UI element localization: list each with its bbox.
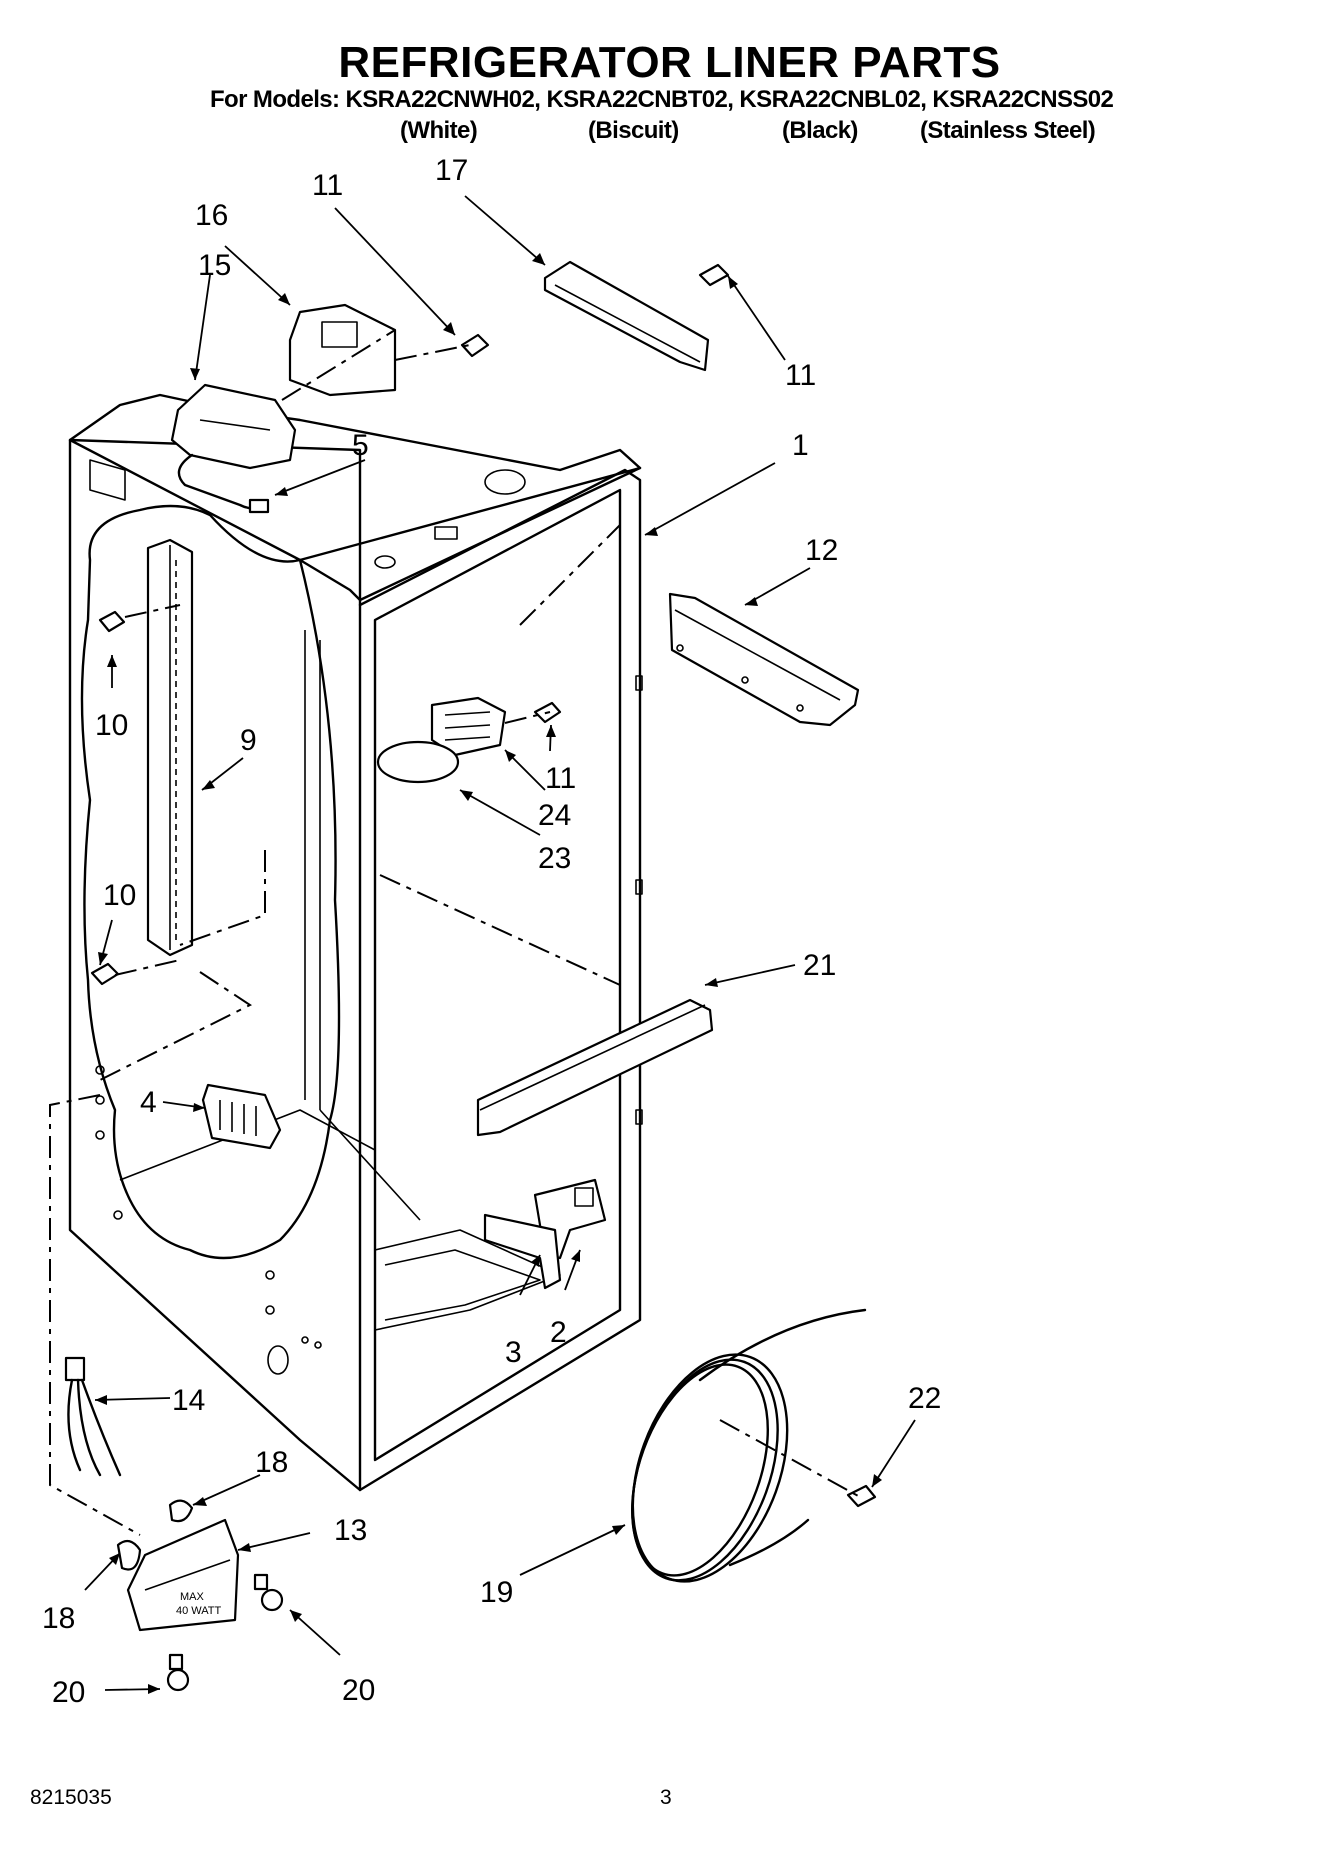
screw-part-22 (846, 1484, 877, 1508)
callout-17: 17 (435, 154, 468, 187)
callout-12: 12 (805, 534, 838, 567)
lamp-label-max: MAX (180, 1591, 205, 1603)
vent-part-4 (201, 1083, 282, 1150)
clip-part-18-a (168, 1499, 194, 1523)
finish-black-label: (Black) (782, 117, 858, 144)
callout-1: 1 (792, 429, 809, 462)
bracket-part-3 (483, 1213, 562, 1290)
lamp-housing-part-13: MAX 40 WATT (126, 1518, 240, 1632)
callout-11-mid: 11 (545, 762, 576, 795)
page-number: 3 (660, 1786, 672, 1809)
bulb-part-20-a (166, 1653, 190, 1692)
document-number: 8215035 (30, 1786, 112, 1809)
control-housing-part-15 (170, 383, 297, 470)
wire-connector-part-5 (248, 498, 270, 514)
crossbar-part-21 (476, 998, 714, 1137)
callout-18-bottom: 18 (42, 1602, 75, 1635)
finish-stainless-label: (Stainless Steel) (920, 117, 1096, 144)
callout-20-left: 20 (52, 1676, 85, 1709)
callout-10-bottom: 10 (103, 879, 136, 912)
finish-white-label: (White) (400, 117, 478, 144)
callout-4: 4 (140, 1086, 157, 1119)
callout-15: 15 (198, 249, 231, 282)
callout-5: 5 (352, 429, 369, 462)
callout-13: 13 (334, 1514, 367, 1547)
finish-biscuit-label: (Biscuit) (588, 117, 679, 144)
callout-10-top: 10 (95, 709, 128, 742)
screw-part-11-a (460, 333, 490, 358)
liner-cabinet (68, 393, 643, 1492)
shelf-support-part-12 (668, 592, 860, 727)
callout-3: 3 (505, 1336, 522, 1369)
page-title: REFRIGERATOR LINER PARTS (338, 38, 1001, 87)
callout-22: 22 (908, 1382, 941, 1415)
callout-11-right: 11 (785, 359, 816, 392)
screw-part-10-a (98, 610, 126, 633)
callout-20-right: 20 (342, 1674, 375, 1707)
callout-24: 24 (538, 799, 571, 832)
callout-9: 9 (240, 724, 257, 757)
callout-11-top: 11 (312, 169, 343, 202)
clip-part-18-b (116, 1539, 142, 1571)
callout-18-top: 18 (255, 1446, 288, 1479)
callout-16: 16 (195, 199, 228, 232)
lamp-label-watt: 40 WATT (176, 1605, 222, 1617)
bracket-part-16 (288, 303, 397, 397)
top-rail-part-17 (543, 260, 710, 372)
callout-19: 19 (480, 1576, 513, 1609)
vent-cover-part-23 (376, 740, 460, 784)
callout-14: 14 (172, 1384, 205, 1417)
tubing-coil-part-19 (631, 1308, 867, 1583)
screw-part-11-b (698, 263, 730, 287)
models-line: For Models: KSRA22CNWH02, KSRA22CNBT02, … (210, 86, 1114, 113)
callout-21: 21 (803, 949, 836, 982)
callout-23: 23 (538, 842, 571, 875)
screw-part-10-b (90, 962, 120, 986)
bulb-part-20-b (253, 1573, 284, 1612)
callout-2: 2 (550, 1316, 567, 1349)
wire-harness-part-14 (64, 1356, 122, 1477)
